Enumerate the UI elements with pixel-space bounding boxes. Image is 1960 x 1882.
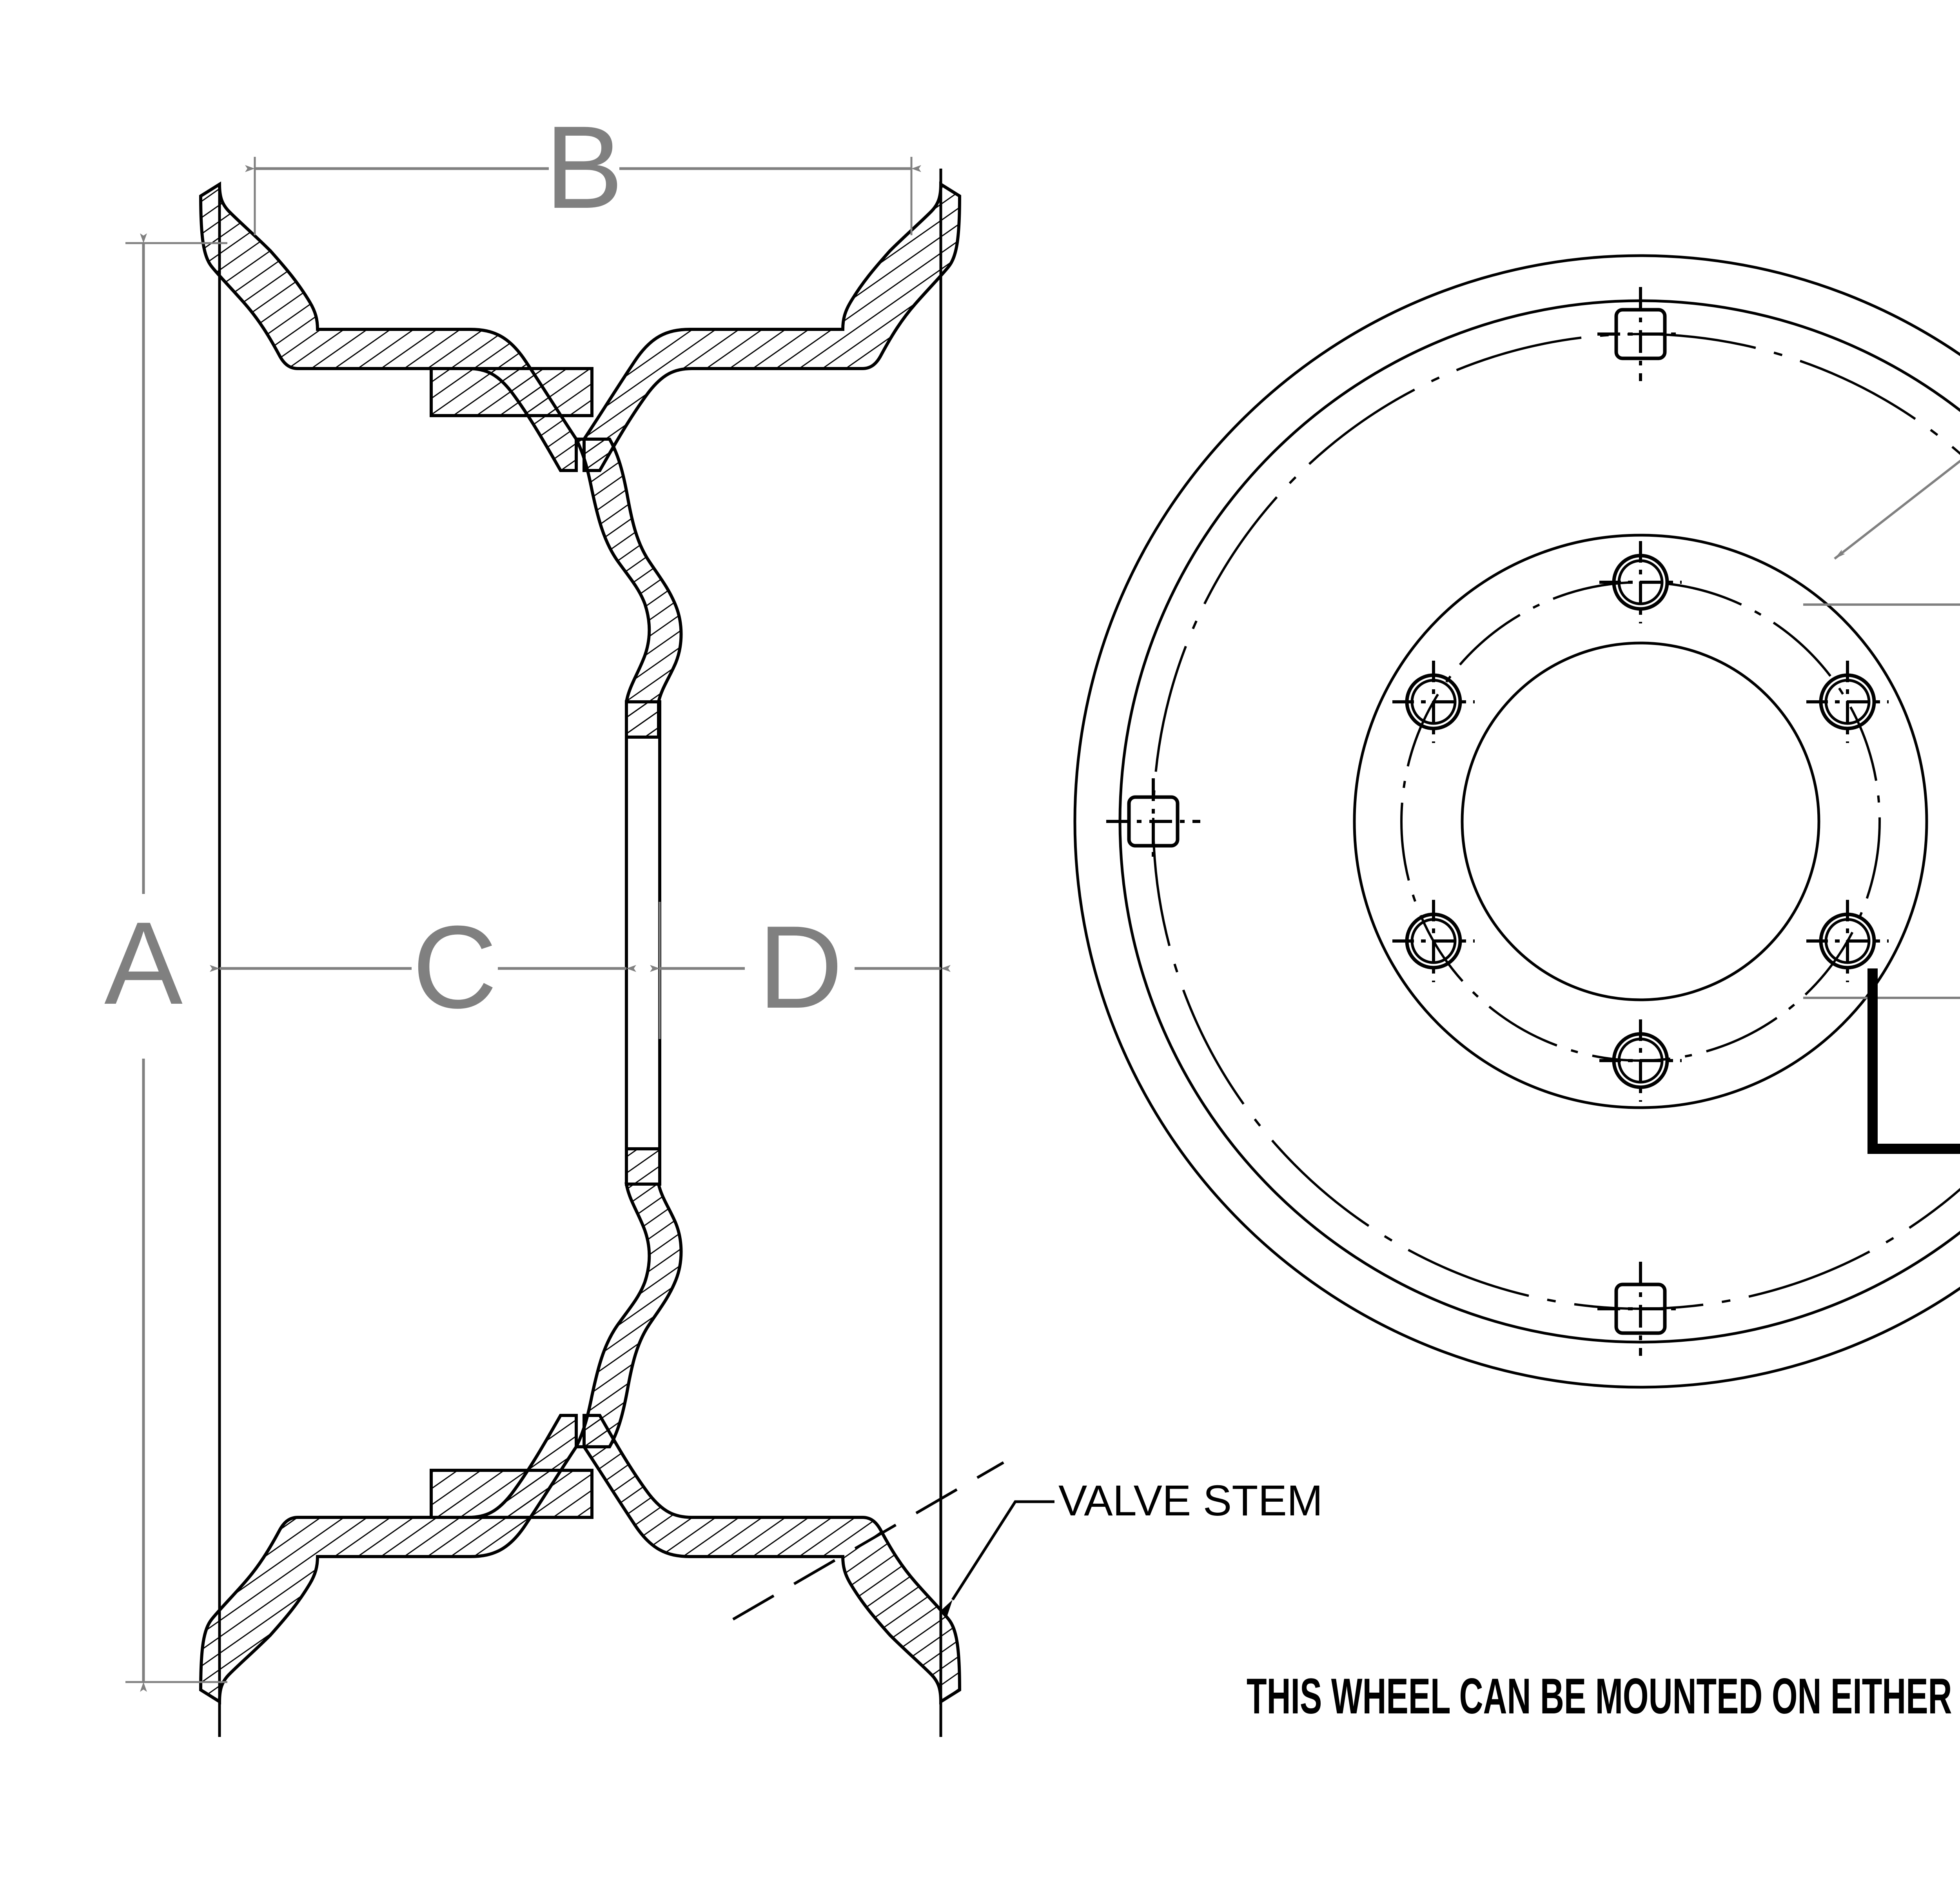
dimension-E: E — [1834, 460, 1960, 560]
bolt-hole-group — [1392, 541, 1889, 1102]
disc-face-circle — [1353, 534, 1928, 1109]
dimension-F: F — [1803, 603, 1960, 999]
dimension-C: C — [210, 901, 636, 1033]
dimension-D: D — [650, 901, 951, 1039]
hub-seat-upper — [625, 700, 661, 739]
front-view: E F THIS WHEEL CAN BE MOUNTED ON EITHER … — [1073, 254, 1960, 1724]
hub-seat-lower — [625, 1147, 661, 1186]
valve-stem-callout: VALVE STEM — [732, 1461, 1323, 1621]
dim-C-label: C — [412, 901, 497, 1033]
center-bore-circle — [1461, 641, 1820, 1001]
rim-profile-bottom-right — [583, 1414, 962, 1705]
dim-D-label: D — [758, 901, 843, 1033]
hand-hole — [1597, 1262, 1684, 1356]
valve-stem-leader — [940, 1500, 1054, 1617]
hand-hole — [1106, 778, 1200, 865]
detail-section-arrow — [1867, 968, 1960, 1154]
bolt-hole — [1806, 661, 1889, 743]
dimension-A: A — [104, 233, 227, 1692]
valve-stem-centerline — [732, 1461, 1004, 1621]
cross-section-view: A B C D VALVE STEM — [104, 101, 1323, 1737]
bolt-hole — [1806, 900, 1889, 982]
section-outline-verticals — [218, 169, 942, 1737]
mounting-note: THIS WHEEL CAN BE MOUNTED ON EITHER SIDE — [1247, 1668, 1960, 1724]
disc-step-upper — [430, 367, 593, 417]
wheel-outer-circle — [1073, 254, 1960, 1389]
bolt-hole — [1392, 661, 1475, 743]
dimension-B: B — [245, 101, 921, 235]
dim-A-label: A — [104, 897, 183, 1029]
bolt-hole — [1599, 541, 1682, 623]
rim-profile-bottom-left — [199, 1414, 578, 1705]
hand-hole — [1597, 287, 1684, 381]
dim-E-leader-slant — [1834, 460, 1960, 560]
bolt-hole — [1599, 1019, 1682, 1102]
disc-web-lower — [573, 1183, 683, 1448]
rim-profile-top-left — [199, 181, 578, 472]
dim-B-label: B — [545, 101, 623, 233]
valve-stem-label: VALVE STEM — [1058, 1477, 1323, 1525]
bolt-hole — [1392, 900, 1475, 982]
hand-hole-group — [1106, 287, 1684, 1356]
